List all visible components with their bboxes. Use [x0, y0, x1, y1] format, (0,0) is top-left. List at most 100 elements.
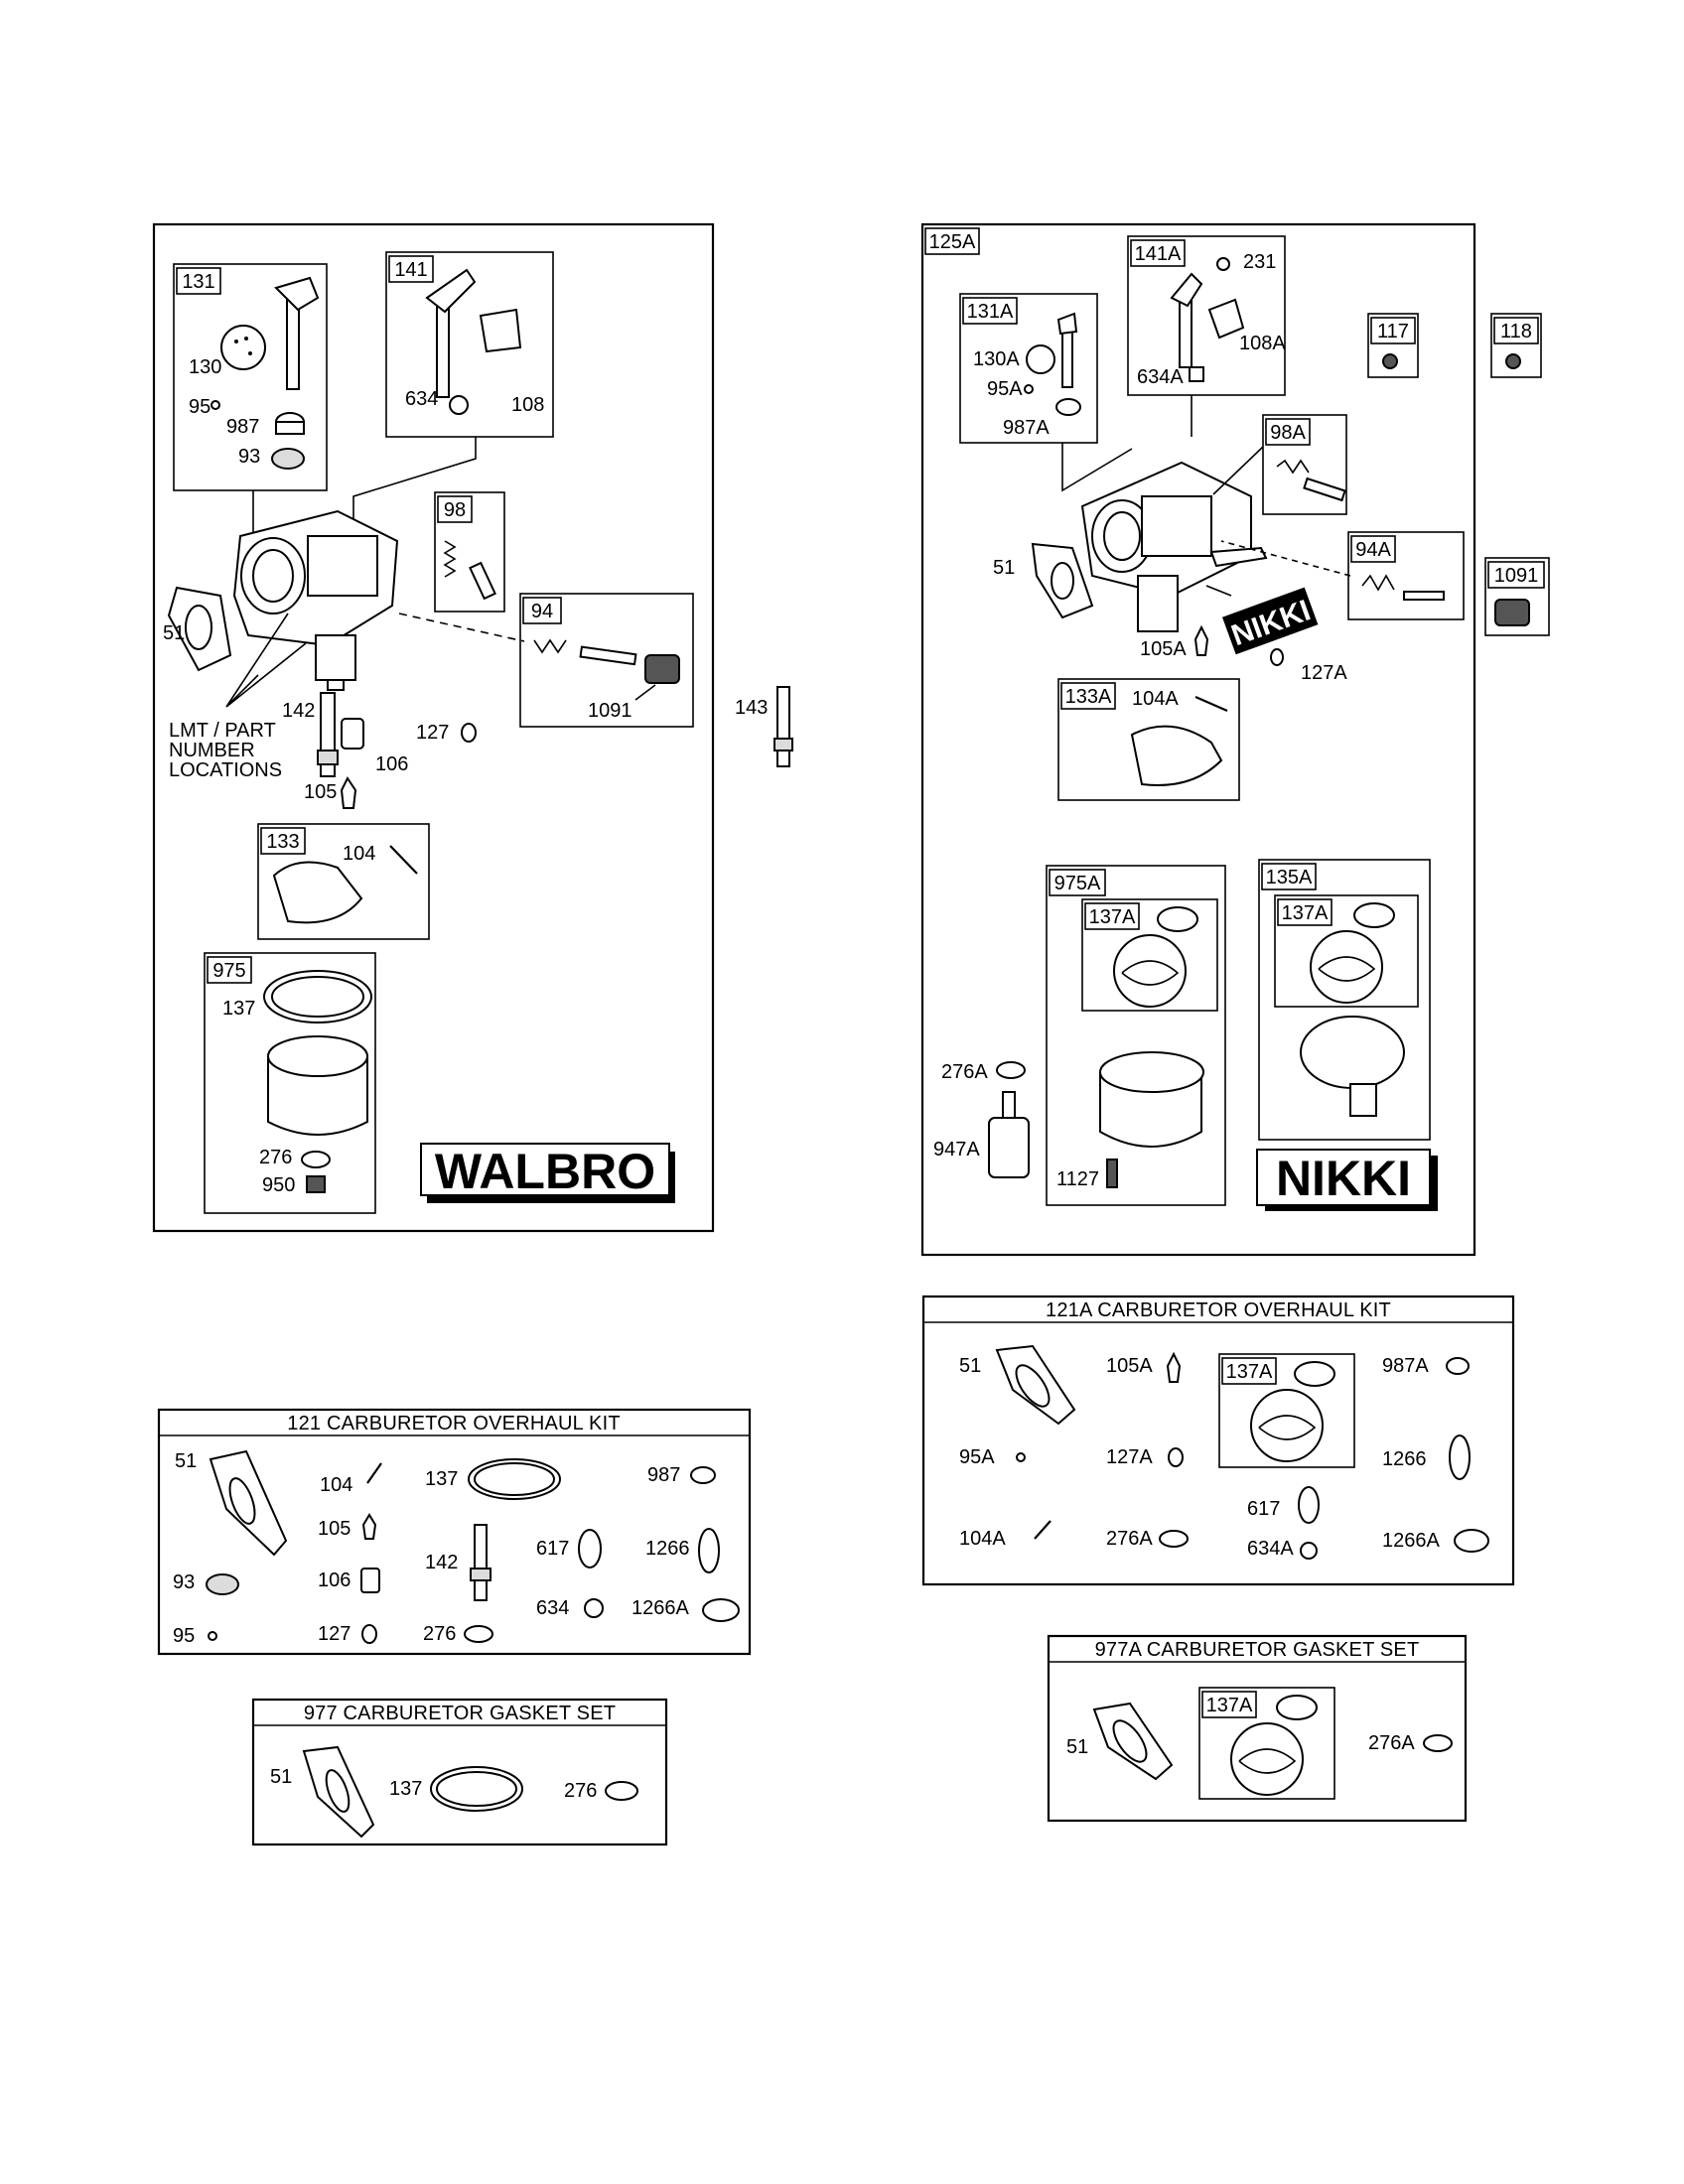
label-51: 51 [270, 1766, 292, 1788]
nikki-brand-box: NIKKI [1256, 1149, 1438, 1211]
bushing-icon [206, 1573, 239, 1595]
spacer-icon [360, 1568, 380, 1593]
gasket-plate-icon [1310, 930, 1383, 1004]
label-617: 617 [536, 1538, 569, 1560]
kit-98A-box: 98A [1262, 414, 1347, 515]
kit-125A-label: 125A [929, 231, 976, 253]
needle-icon [1193, 624, 1209, 656]
label-276: 276 [564, 1780, 597, 1802]
label-127: 127 [318, 1623, 351, 1645]
label-137: 137 [389, 1778, 422, 1800]
walbro-brand: WALBRO [435, 1144, 655, 1199]
washer-icon [1159, 1530, 1189, 1548]
throttle-plate-icon [1207, 298, 1245, 340]
kit-98A-label: 98A [1270, 422, 1306, 444]
label-987: 987 [226, 416, 259, 438]
label-108: 108 [511, 394, 544, 416]
kit-975-label: 975 [212, 960, 245, 982]
label-987A: 987A [1382, 1355, 1429, 1377]
label-104: 104 [343, 843, 375, 865]
kit-94-label: 94 [531, 601, 553, 622]
label-1266: 1266 [1382, 1448, 1427, 1470]
label-95A: 95A [987, 378, 1023, 400]
spring-icon [443, 540, 457, 578]
label-104A: 104A [1132, 688, 1179, 710]
label-231: 231 [1243, 251, 1276, 273]
kit-121-box: 121 CARBURETOR OVERHAUL KIT 51 104 105 1… [157, 1408, 752, 1656]
label-51: 51 [175, 1450, 197, 1472]
nikki-panel: 125A 141A 231 108A 634A 131A 130A 95A [920, 222, 1550, 1257]
kit-141-label: 141 [394, 259, 427, 281]
label-130A: 130A [973, 348, 1020, 370]
clip-icon [1168, 1447, 1184, 1467]
lmt-line-1: LMT / PART [169, 720, 276, 742]
kit-131-label: 131 [182, 271, 214, 293]
kit-133A-box: 133A 104A [1057, 678, 1240, 801]
nikki-stamp: NIKKI [1222, 587, 1319, 655]
label-276: 276 [423, 1623, 456, 1645]
kit-133A-label: 133A [1065, 686, 1112, 708]
kit-1091-box: 1091 [1484, 557, 1550, 636]
label-143: 143 [735, 697, 768, 719]
kit-1091-label: 1091 [1494, 565, 1539, 587]
kit-977-box: 977 CARBURETOR GASKET SET 51 137 276 [251, 1698, 668, 1846]
screw-icon [1505, 353, 1521, 369]
bushing-icon [271, 448, 305, 470]
kit-977A-title: 977A CARBURETOR GASKET SET [1095, 1639, 1420, 1661]
ring-1266A-icon [1454, 1529, 1489, 1553]
label-127A: 127A [1301, 662, 1347, 684]
kit-137A-label: 137A [1226, 1361, 1273, 1383]
label-95: 95 [189, 396, 210, 418]
spring-icon [1361, 574, 1395, 592]
label-634: 634 [536, 1597, 569, 1619]
kit-117-label: 117 [1377, 321, 1409, 342]
kit-137A-label-1: 137A [1089, 906, 1136, 928]
label-987: 987 [647, 1464, 680, 1486]
spring-clip-icon [449, 395, 469, 415]
bowl-gasket-icon [1250, 1389, 1324, 1462]
solenoid-icon [644, 654, 680, 684]
label-95: 95 [173, 1625, 195, 1647]
label-105: 105 [318, 1518, 351, 1540]
walbro-panel: 131 130 95 987 93 141 [152, 222, 715, 1233]
part-143: 143 [735, 686, 793, 767]
kit-94-box: 94 1091 [519, 593, 694, 728]
fuel-pipe-icon [470, 1524, 491, 1601]
kit-118-box: 118 [1490, 313, 1542, 378]
seal-icon [690, 1466, 716, 1484]
label-51: 51 [1066, 1736, 1088, 1758]
label-137: 137 [425, 1468, 458, 1490]
kit-975A-label: 975A [1054, 873, 1101, 894]
ring-617-icon [578, 1529, 602, 1569]
needle-icon [340, 776, 357, 809]
label-93: 93 [173, 1571, 195, 1593]
washer-icon [1423, 1734, 1453, 1752]
kit-975-box: 975 137 276 950 [204, 952, 376, 1214]
label-634A: 634A [1247, 1538, 1294, 1560]
bolt-icon [1106, 1159, 1118, 1188]
clip-icon [361, 1624, 377, 1644]
label-950: 950 [262, 1174, 295, 1196]
label-105: 105 [304, 781, 337, 803]
screw-icon [1382, 353, 1398, 369]
seal-icon [1446, 1357, 1470, 1375]
kit-133-label: 133 [266, 831, 299, 853]
washer-icon [301, 1151, 331, 1168]
label-142: 142 [425, 1552, 458, 1573]
fuel-pipe-icon [317, 692, 339, 777]
label-51: 51 [163, 622, 185, 644]
bolt-icon [306, 1175, 326, 1193]
solenoid-icon [1494, 599, 1530, 626]
kit-98-label: 98 [444, 499, 466, 521]
kit-133-box: 133 104 [257, 823, 430, 940]
label-1127: 1127 [1056, 1168, 1099, 1190]
kit-121-title: 121 CARBURETOR OVERHAUL KIT [287, 1413, 621, 1434]
spring-icon [1276, 459, 1310, 475]
nikki-carburetor-body-icon [1080, 461, 1268, 632]
kit-141A-box: 141A 231 108A 634A [1127, 235, 1286, 396]
label-104A: 104A [959, 1528, 1006, 1550]
diaphragm-plate-icon [1300, 1016, 1405, 1089]
kit-131A-box: 131A 130A 95A 987A [959, 293, 1098, 444]
label-634: 634 [405, 388, 438, 410]
